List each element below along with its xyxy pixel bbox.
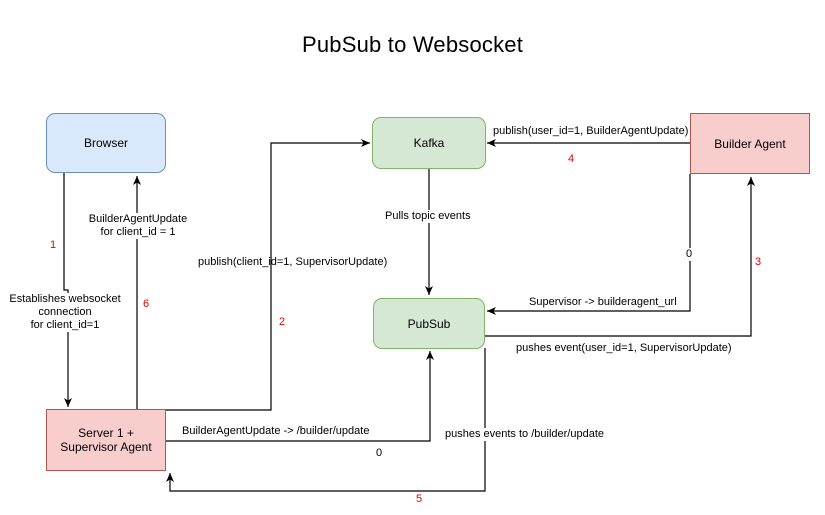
server-supervisor-node[interactable]: Server 1 + Supervisor Agent [46, 409, 166, 471]
establishes-line-3: for client_id=1 [30, 319, 100, 331]
publish-supervisor-label: publish(client_id=1, SupervisorUpdate) [198, 256, 388, 268]
edge-browser-to-server [63, 173, 72, 407]
supervisor-url-label: Supervisor -> builderagent_url [529, 296, 677, 308]
pulls-topic-label: Pulls topic events [385, 210, 471, 223]
edge-server-to-kafka [165, 139, 370, 411]
pubsub-node[interactable]: PubSub [373, 298, 485, 349]
edge-server-to-pubsub [165, 351, 434, 442]
pushes-events-path-label: pushes events to /builder/update [445, 428, 605, 441]
edge-pubsub-to-server [166, 348, 486, 492]
step-zero-server: 0 [376, 447, 383, 459]
edge-builder-to-pubsub [487, 174, 691, 315]
kafka-node[interactable]: Kafka [372, 117, 486, 169]
establishes-line-2: connection [38, 306, 92, 318]
browser-label: Browser [83, 136, 128, 150]
pushes-event-label: pushes event(user_id=1, SupervisorUpdate… [516, 342, 732, 354]
page-title: PubSub to Websocket [301, 32, 524, 57]
browser-node[interactable]: Browser [46, 113, 166, 173]
kafka-label: Kafka [413, 136, 445, 150]
step-4: 4 [568, 153, 575, 165]
builder-update-path-label: BuilderAgentUpdate -> /builder/update [182, 425, 370, 437]
builder-update-line-1: BuilderAgentUpdate [88, 213, 188, 225]
edge-pubsub-to-builder [485, 177, 755, 337]
step-5: 5 [416, 493, 423, 505]
pubsub-label: PubSub [407, 316, 451, 331]
step-3: 3 [755, 256, 762, 268]
builder-update-browser-label: BuilderAgentUpdate for client_id = 1 [86, 213, 190, 239]
builder-agent-label: Builder Agent [714, 136, 786, 151]
establishes-websocket-label: Establishes websocket connection for cli… [6, 293, 124, 332]
builder-agent-node[interactable]: Builder Agent [690, 113, 810, 174]
server-supervisor-label: Server 1 + Supervisor Agent [60, 426, 152, 454]
builder-update-line-2: for client_id = 1 [100, 226, 176, 238]
publish-builder-label: publish(user_id=1, BuilderAgentUpdate) [493, 125, 689, 137]
step-6: 6 [143, 298, 150, 310]
step-zero-builder: 0 [685, 248, 694, 261]
establishes-line-1: Establishes websocket [9, 293, 121, 305]
step-2: 2 [279, 316, 286, 328]
step-1: 1 [50, 239, 57, 251]
